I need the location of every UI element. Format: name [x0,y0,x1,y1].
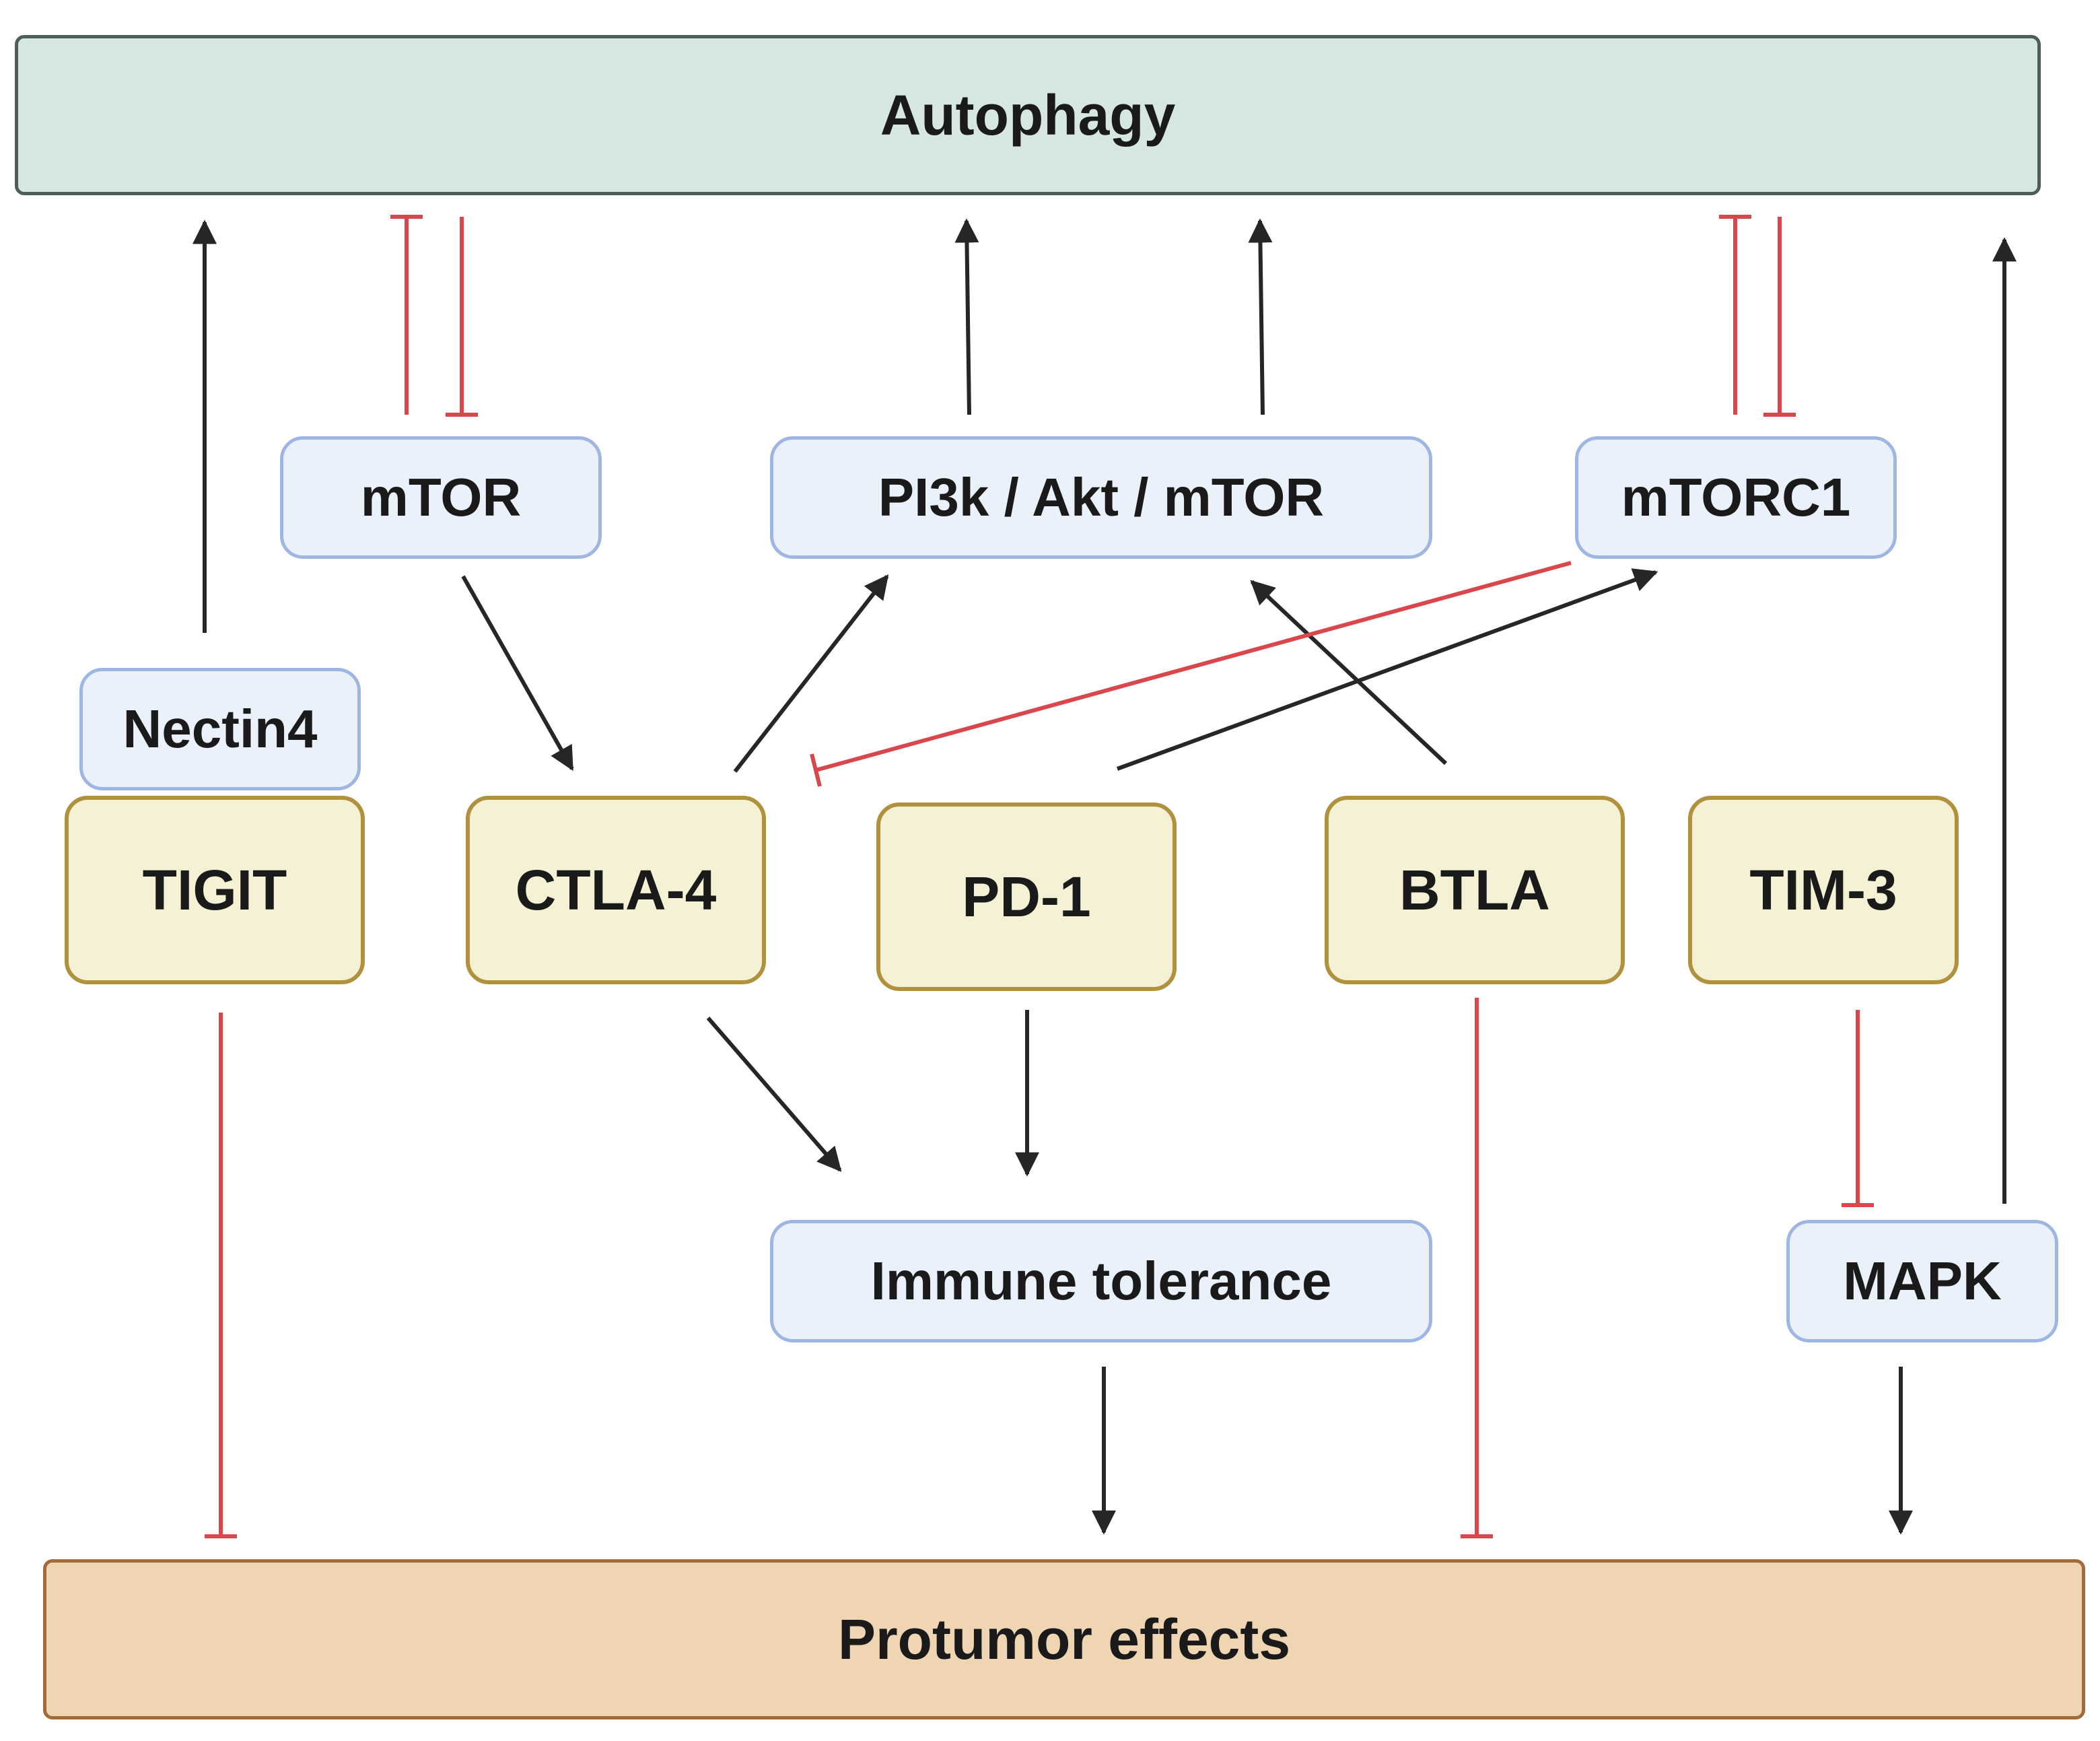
node-mapk: MAPK [1786,1220,2058,1342]
inhibit-btla-to-protumor [1461,998,1493,1538]
node-pd1: PD-1 [876,803,1177,991]
node-mtor: mTOR [280,436,602,559]
inhibit-mtorc1-to-autophagy [1719,215,1751,415]
node-mtorc1: mTORC1 [1575,436,1897,559]
node-nectin4: Nectin4 [79,668,361,790]
inhibit-tigit-to-protumor [205,1013,237,1538]
protumor-effects-banner: Protumor effects [43,1559,2085,1719]
arrow-pd1-to-mtorc1 [1116,568,1658,771]
arrow-ctla4-to-pi3k [733,574,889,773]
node-immune-tolerance: Immune tolerance [770,1220,1432,1342]
node-pi3k-akt-mtor: PI3k / Akt / mTOR [770,436,1432,559]
inhibit-tim3-to-mapk [1842,1010,1874,1207]
inhibit-mtorc1-to-ctla4 [810,561,1572,787]
inhibit-autophagy-to-mtor [446,217,478,417]
arrow-mtor-to-ctla4 [461,575,574,772]
arrow-pi3k-to-autophagy-left [954,218,979,415]
node-btla: BTLA [1325,796,1625,984]
node-tigit: TIGIT [65,796,365,984]
inhibit-autophagy-to-mtorc1 [1763,217,1796,417]
node-ctla4: CTLA-4 [466,796,766,984]
arrow-btla-to-pi3k [1250,580,1448,765]
autophagy-banner: Autophagy [15,35,2041,195]
node-tim3: TIM-3 [1688,796,1959,984]
arrow-pi3k-to-autophagy-right [1248,218,1273,415]
arrow-ctla4-to-immune-tolerance [706,1017,842,1172]
inhibit-mtor-to-autophagy [390,215,423,415]
